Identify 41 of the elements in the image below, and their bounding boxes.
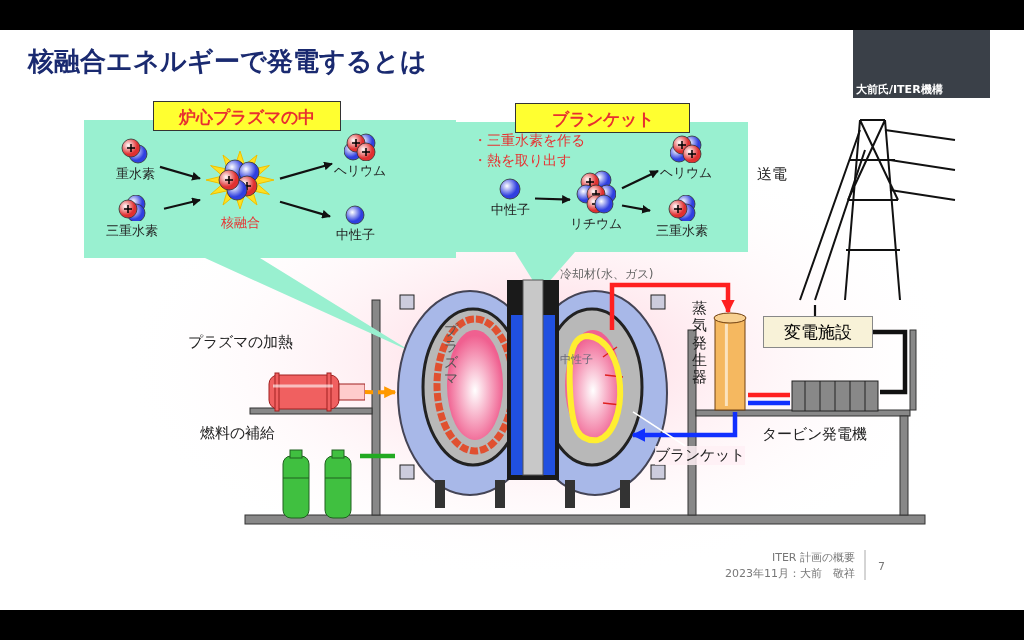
arrow: [279, 200, 331, 219]
arrow: [631, 412, 738, 442]
caller-name: 大前氏/ITER機構: [856, 82, 943, 97]
arrow: [159, 165, 201, 181]
arrow: [279, 161, 333, 180]
connector-line: [873, 329, 908, 395]
particle-label: 核融合: [220, 216, 260, 231]
arrow: [621, 170, 659, 190]
arrow: [621, 204, 651, 214]
arrow: [609, 282, 735, 330]
particle-label: 中性子: [335, 228, 375, 243]
footer-text: 2023年11月：大前 敬祥: [725, 566, 855, 581]
particle-label: ヘリウム: [660, 166, 712, 181]
caption-text: 燃料の補給: [200, 424, 275, 443]
connector-line: [748, 400, 790, 406]
footer-text: 7: [878, 560, 885, 573]
part-label: ブランケット: [655, 446, 745, 465]
caption-text: タービン発電機: [762, 425, 867, 444]
footer-text: ITER 計画の概要: [771, 550, 855, 565]
slide-title: 核融合エネルギーで発電するとは: [28, 45, 427, 78]
particle-label: 中性子: [490, 203, 530, 218]
bullet-text: ・熱を取り出す: [473, 152, 571, 170]
particle-label: 重水素: [115, 167, 155, 182]
arrow: [365, 386, 397, 399]
bullet-text: ・三重水素を作る: [473, 132, 585, 150]
particle-label: 三重水素: [106, 224, 158, 239]
particle-label: 三重水素: [656, 224, 708, 239]
arrow: [534, 195, 571, 204]
panel-heading: 炉心プラズマの中: [153, 101, 341, 131]
caption-text: プラズマの加熱: [188, 333, 293, 352]
caption-text: 送電: [757, 165, 787, 184]
particle-label: ヘリウム: [334, 164, 386, 179]
particle-label: リチウム: [570, 217, 622, 232]
arrow: [163, 197, 201, 210]
substation-box: 変電施設: [763, 316, 873, 348]
connector-line: [360, 453, 395, 459]
panel-heading: ブランケット: [515, 103, 690, 133]
drawing-label: 冷却材(水、ガス): [560, 266, 654, 283]
leader-line: [632, 411, 687, 447]
leader-line: [813, 305, 817, 316]
connector-line: [748, 392, 790, 398]
